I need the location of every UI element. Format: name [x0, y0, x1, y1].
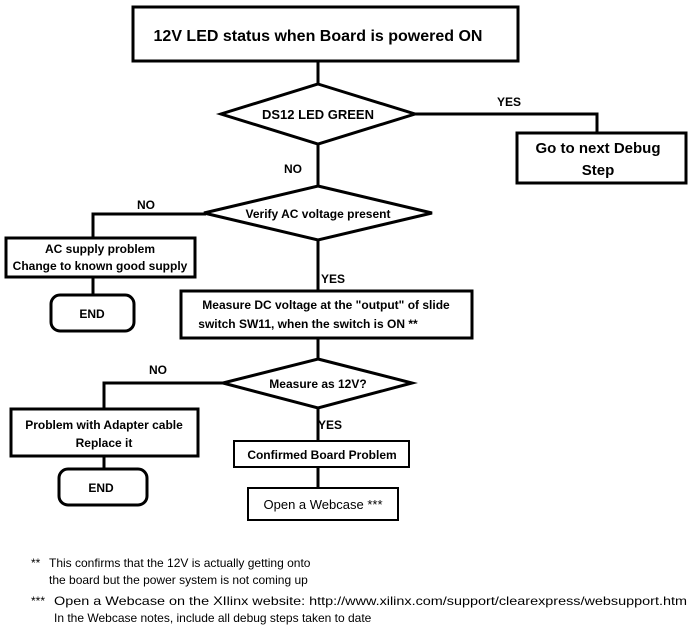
end-text-2: END — [88, 481, 114, 495]
yes-label-ac: YES — [321, 272, 345, 286]
next-debug-text-1: Go to next Debug — [536, 140, 661, 157]
decision-12v — [222, 357, 418, 410]
ac-problem-box — [4, 236, 197, 279]
decision-12v-text: Measure as 12V? — [269, 377, 366, 391]
connector-ds12-yes — [415, 112, 599, 133]
decision-ac — [203, 184, 433, 242]
webcase-box — [247, 487, 399, 521]
no-label-ds12: NO — [284, 162, 302, 176]
title-text: 12V LED status when Board is powered ON — [154, 28, 483, 45]
end-text-1: END — [79, 307, 105, 321]
measure-dc-box — [179, 289, 474, 340]
next-debug-box — [515, 131, 688, 185]
next-debug-text-2: Step — [582, 162, 615, 179]
connector-ac-no — [91, 212, 206, 238]
decision-ds12 — [215, 82, 421, 146]
title-box — [131, 5, 520, 63]
connector-12v-no — [102, 381, 224, 409]
adapter-text-2: Replace it — [76, 436, 133, 450]
adapter-text-1: Problem with Adapter cable — [25, 418, 183, 432]
no-label-12v: NO — [149, 363, 167, 377]
end-box-2 — [57, 467, 149, 507]
confirmed-text: Confirmed Board Problem — [247, 448, 396, 462]
footnote-2-mark: *** — [31, 594, 45, 608]
footnote-1-mark: ** — [31, 556, 41, 570]
decision-ac-text: Verify AC voltage present — [246, 207, 391, 221]
footnote-1-line-2: the board but the power system is not co… — [49, 573, 308, 587]
ac-problem-text-1: AC supply problem — [45, 242, 155, 256]
footnote-1-line-1: This confirms that the 12V is actually g… — [49, 556, 311, 570]
ac-problem-text-2: Change to known good supply — [13, 259, 188, 273]
yes-label-ds12: YES — [497, 95, 521, 109]
measure-dc-text-1: Measure DC voltage at the "output" of sl… — [202, 298, 450, 312]
adapter-problem-box — [9, 407, 200, 458]
footnote-2-line-2: In the Webcase notes, include all debug … — [54, 611, 372, 625]
webcase-text: Open a Webcase *** — [264, 497, 383, 512]
end-box-1 — [49, 293, 136, 333]
no-label-ac: NO — [137, 198, 155, 212]
decision-ds12-text: DS12 LED GREEN — [262, 107, 374, 122]
yes-label-12v: YES — [318, 418, 342, 432]
footnote-2-line-1: Open a Webcase on the XIlinx website: ht… — [54, 594, 687, 608]
confirmed-box — [233, 440, 410, 468]
measure-dc-text-2: switch SW11, when the switch is ON ** — [198, 317, 418, 331]
